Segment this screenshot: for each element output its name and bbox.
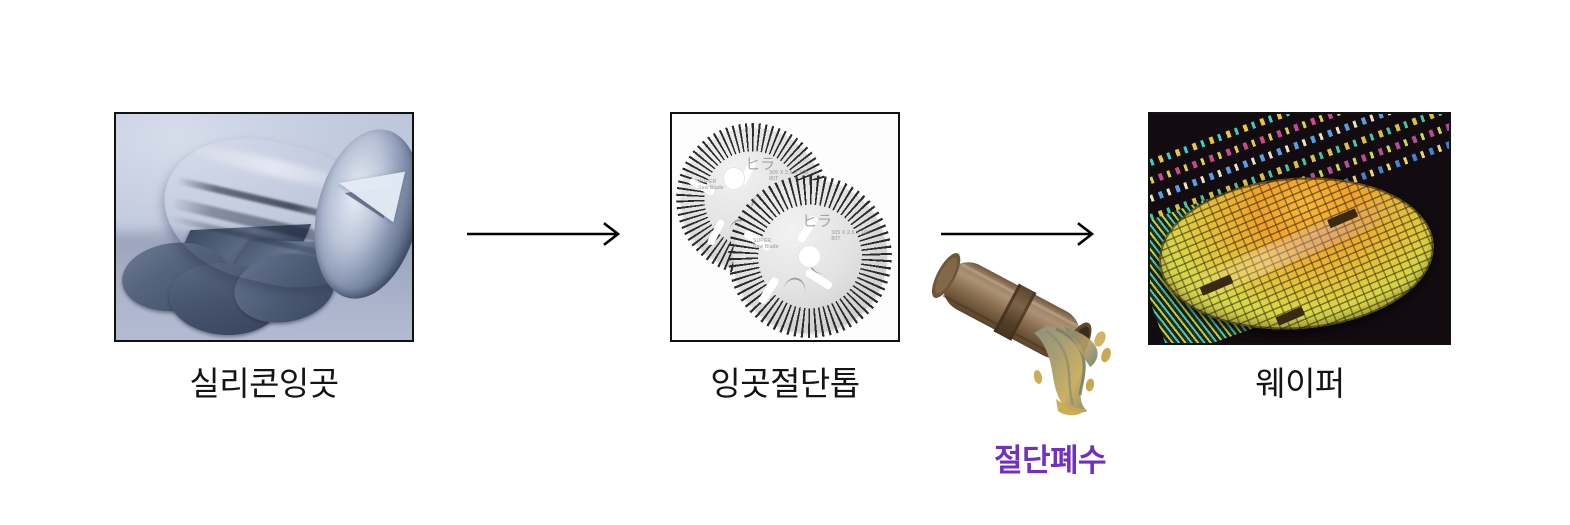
wastewater-splash-arc: [1064, 327, 1098, 367]
wastewater-stream-line: [1055, 327, 1086, 396]
caption-cutting-wastewater: 절단폐수: [993, 443, 1107, 478]
caption-silicon-ingot: 실리콘잉곳: [189, 365, 339, 402]
wastewater-main-stream: [1034, 325, 1087, 413]
wastewater-droplet: [1085, 378, 1095, 392]
wastewater-pipe-illustration: [930, 243, 1150, 423]
wastewater-droplet: [1094, 331, 1106, 347]
caption-ingot-cutting-saw: 잉곳절단톱: [710, 365, 860, 402]
caption-wafer: 웨이퍼: [1255, 365, 1345, 402]
saw-blade-back-arbor-hole: [722, 167, 746, 190]
saw-blade-arbor-hole: [798, 244, 822, 268]
wastewater-droplet: [1033, 370, 1043, 384]
silicon-wafer-photo: [1148, 112, 1451, 345]
wastewater-stream-line: [1045, 329, 1075, 406]
saw-blade-brand-glyph: ヒラ: [745, 155, 776, 174]
arrow-right-icon-ingot-to-saw: [466, 218, 626, 250]
saw-blade-brand-glyph: ヒラ: [802, 212, 833, 231]
silicon-ingot-photo: [114, 112, 414, 342]
wastewater-droplet: [1101, 347, 1111, 363]
wastewater-pool-splash: [1056, 399, 1086, 416]
arrow-right-icon-saw-to-wafer: [940, 218, 1100, 250]
